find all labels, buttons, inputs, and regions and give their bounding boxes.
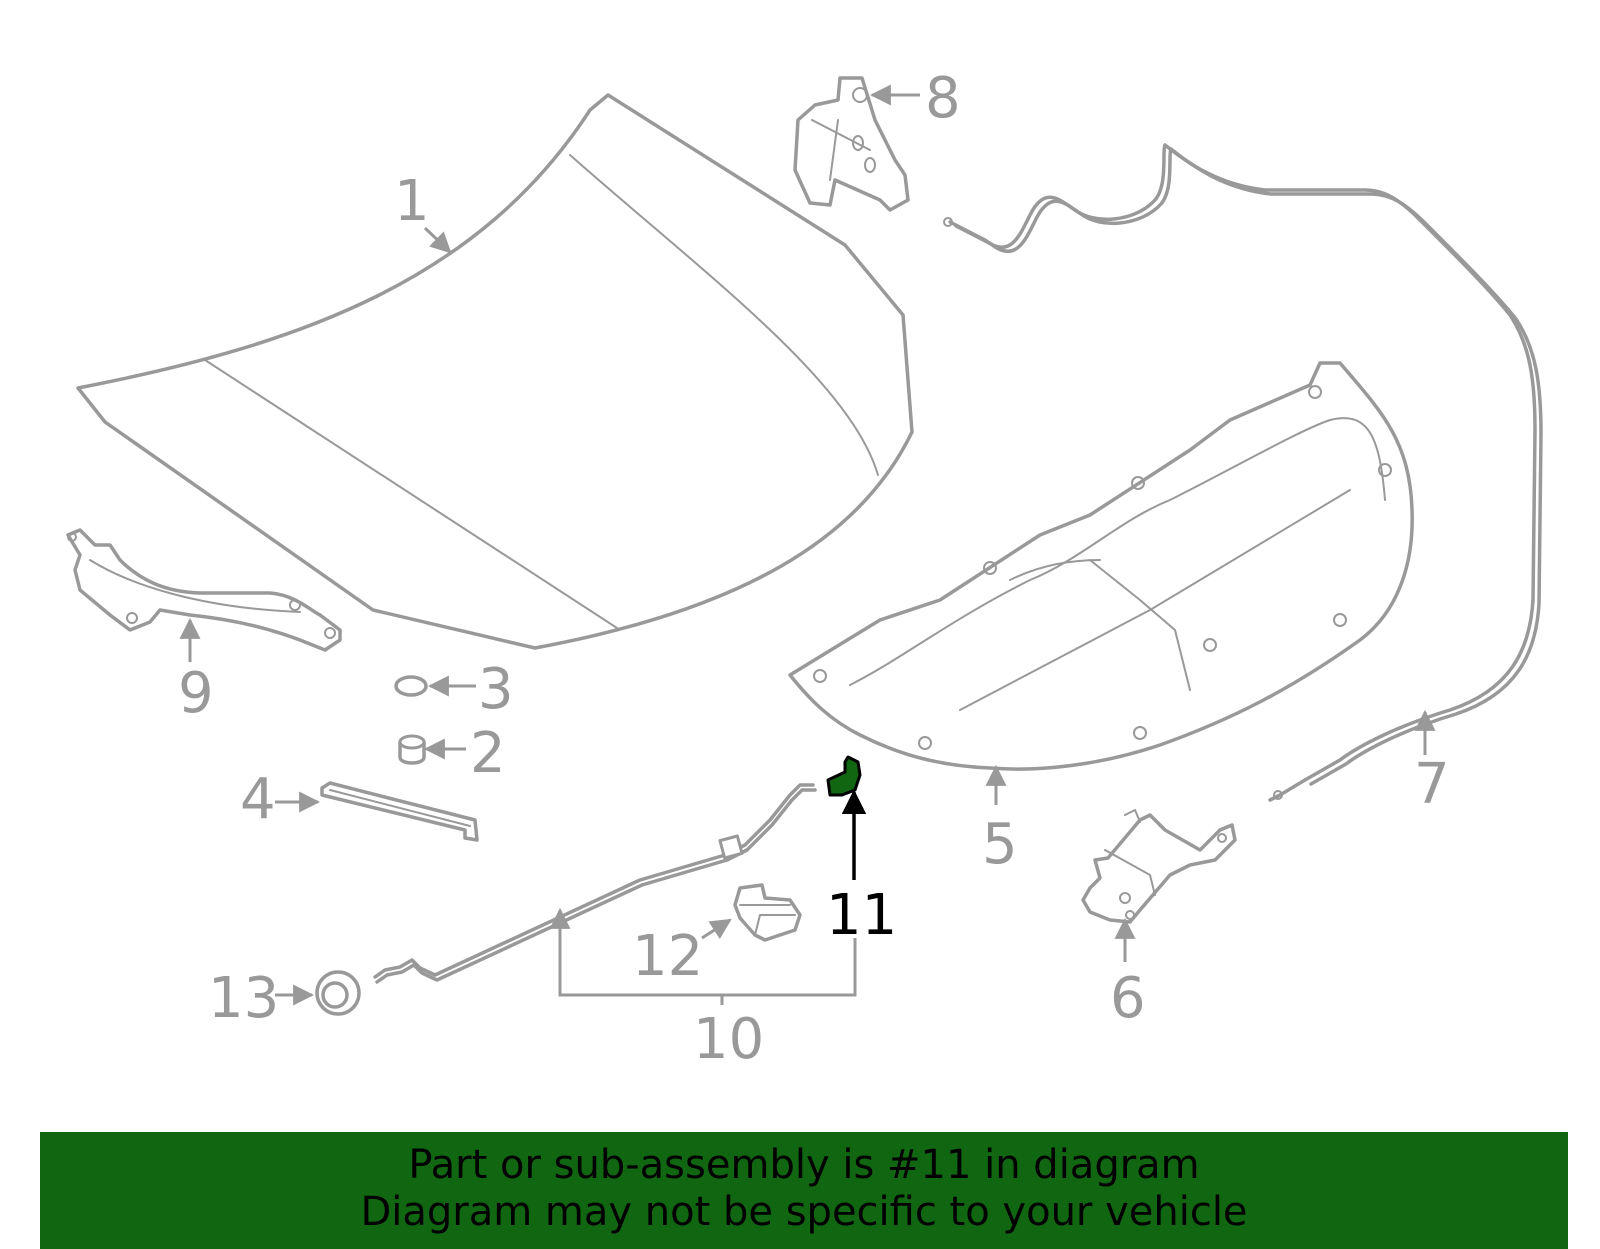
latch-cover bbox=[733, 883, 802, 942]
callout-3: 3 bbox=[478, 657, 514, 722]
hood-panel bbox=[76, 93, 914, 650]
grommet bbox=[394, 675, 428, 697]
callout-7: 7 bbox=[1414, 752, 1450, 817]
seal-strip bbox=[320, 781, 479, 842]
callout-5: 5 bbox=[982, 812, 1018, 877]
callout-numbers: 1 2 3 4 5 6 7 8 9 10 11 12 13 bbox=[178, 66, 1450, 1072]
callout-1: 1 bbox=[394, 169, 430, 234]
callout-2: 2 bbox=[470, 721, 506, 786]
left-hinge bbox=[66, 528, 342, 652]
leader-lines bbox=[179, 84, 1436, 1006]
callout-12: 12 bbox=[632, 924, 703, 989]
callout-13: 13 bbox=[208, 966, 279, 1031]
release-cable bbox=[943, 143, 1543, 802]
upper-hinge-bracket bbox=[793, 76, 910, 212]
callout-8: 8 bbox=[925, 66, 961, 131]
bushing bbox=[315, 970, 361, 1016]
banner-line-2: Diagram may not be specific to your vehi… bbox=[360, 1189, 1248, 1235]
hood-bumper bbox=[398, 734, 426, 765]
callout-11: 11 bbox=[826, 883, 897, 948]
cable-assembly bbox=[373, 783, 817, 984]
banner-line-1: Part or sub-assembly is #11 in diagram bbox=[408, 1142, 1200, 1188]
callout-10: 10 bbox=[693, 1007, 764, 1072]
callout-6: 6 bbox=[1110, 966, 1146, 1031]
callout-4: 4 bbox=[240, 767, 276, 832]
hood-insulator bbox=[788, 361, 1414, 771]
cable-clip-highlighted bbox=[826, 755, 862, 797]
callout-9: 9 bbox=[178, 661, 214, 726]
part-info-banner: Part or sub-assembly is #11 in diagram D… bbox=[40, 1132, 1568, 1249]
hood-latch bbox=[1081, 809, 1237, 924]
